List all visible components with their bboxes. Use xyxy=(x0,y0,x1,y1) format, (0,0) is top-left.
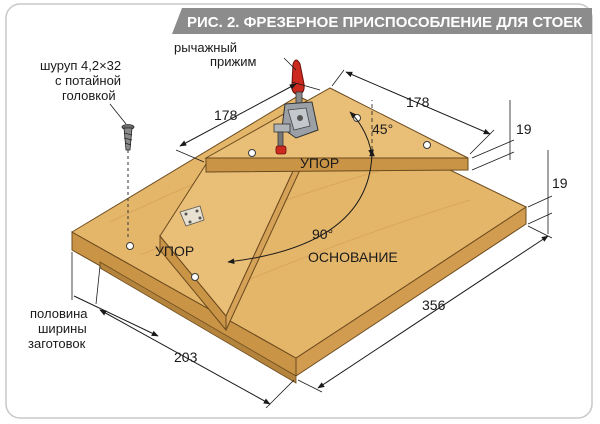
screw-hole xyxy=(423,141,431,149)
screw-hole xyxy=(191,273,199,281)
label-clamp: рычажный xyxy=(174,40,237,55)
dim-text-right-178: 178 xyxy=(406,94,430,110)
label-half-width: ширины xyxy=(38,321,87,336)
dim-right-178 xyxy=(331,69,495,155)
label-half-width: половина xyxy=(30,306,88,321)
dim-text-203: 203 xyxy=(174,349,198,365)
dim-text-19-base: 19 xyxy=(552,175,568,191)
label-base: ОСНОВАНИЕ xyxy=(308,249,398,265)
title-banner: РИС. 2. ФРЕЗЕРНОЕ ПРИСПОСОБЛЕНИЕ ДЛЯ СТО… xyxy=(172,8,592,34)
dim-text-356: 356 xyxy=(422,297,446,313)
clamp-tip xyxy=(275,145,287,155)
label-screw: с потайной xyxy=(55,73,121,88)
figure-title: РИС. 2. ФРЕЗЕРНОЕ ПРИСПОСОБЛЕНИЕ ДЛЯ СТО… xyxy=(187,14,583,31)
dim-text-19-top: 19 xyxy=(516,121,532,137)
label-clamp: прижим xyxy=(210,54,256,69)
label-half-width: заготовок xyxy=(28,336,86,351)
screw-hole xyxy=(248,149,256,157)
dim-half-width xyxy=(71,252,159,337)
label-stop-left: УПОР xyxy=(155,243,194,259)
dim-left-178 xyxy=(175,81,321,163)
screw xyxy=(121,124,135,240)
dim-width-203 xyxy=(95,265,295,409)
label-screw: головкой xyxy=(62,88,116,103)
title-banner-bg xyxy=(172,8,592,34)
label-stop-top: УПОР xyxy=(300,155,339,171)
dim-text-45: 45° xyxy=(372,121,393,137)
angle-90-arc xyxy=(227,149,375,265)
dim-thick-base xyxy=(527,150,553,234)
dim-text-90: 90° xyxy=(312,226,333,242)
screw-hole xyxy=(126,242,134,250)
label-screw: шуруп 4,2×32 xyxy=(40,58,121,73)
dim-thick-top xyxy=(471,100,515,171)
clamp-plate xyxy=(179,205,205,227)
dim-length-356 xyxy=(297,225,553,393)
dim-text-left-178: 178 xyxy=(214,107,238,123)
